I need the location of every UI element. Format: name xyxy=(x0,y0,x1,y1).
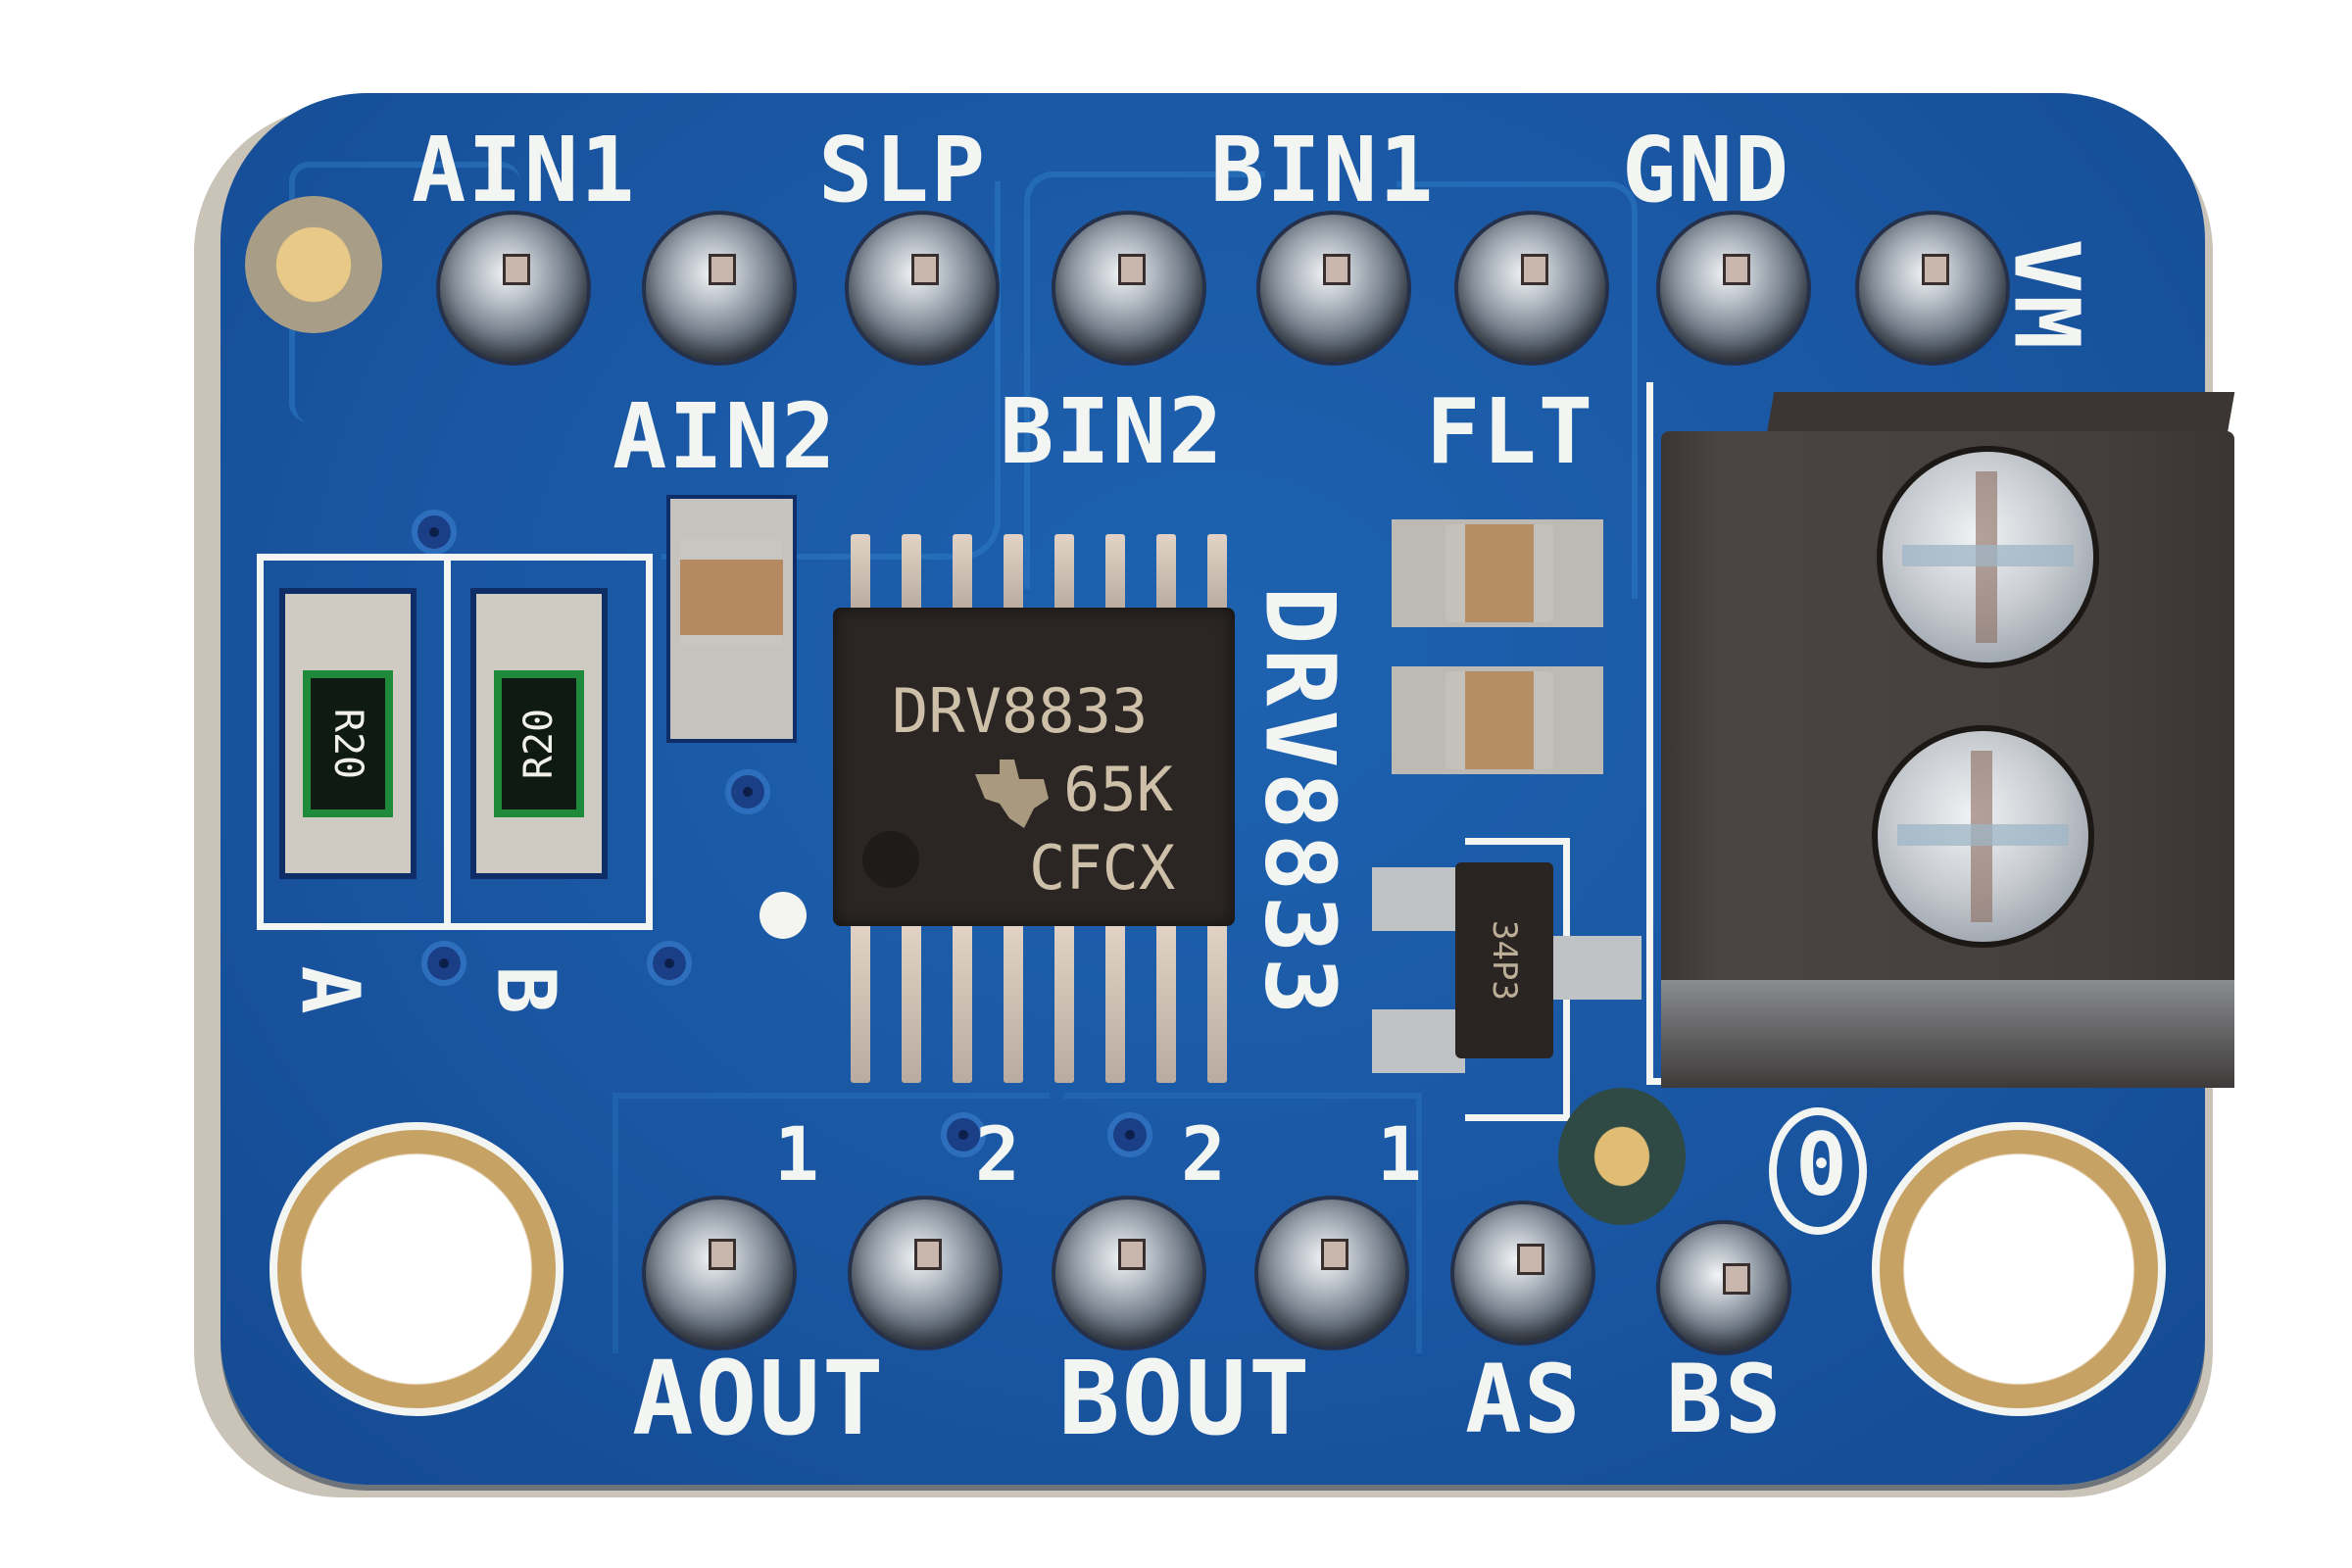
sot23-transistor: 34P3 xyxy=(1455,862,1553,1058)
ic-leg xyxy=(1054,921,1074,1083)
polarity-ring xyxy=(1769,1107,1867,1235)
label-resistor-b: B xyxy=(478,965,572,1016)
ic-leg xyxy=(953,921,972,1083)
label-aout: AOUT xyxy=(632,1339,886,1458)
screw-terminal-block xyxy=(1661,392,2235,1088)
label-ain2: AIN2 xyxy=(612,384,838,489)
trace xyxy=(662,181,1001,560)
ic-leg xyxy=(1156,534,1176,611)
resistor-marking: R20 xyxy=(325,708,370,780)
label-slp: SLP xyxy=(818,118,988,222)
ic-leg xyxy=(1004,921,1023,1083)
ic-leg xyxy=(1105,534,1125,611)
ic-leg xyxy=(851,921,870,1083)
header-pin-ain2[interactable] xyxy=(642,211,797,366)
capacitor-1 xyxy=(1392,519,1603,627)
ic-leg xyxy=(1105,921,1125,1083)
terminal-screw-2[interactable] xyxy=(1872,725,2094,948)
via xyxy=(421,941,466,986)
label-resistor-a: A xyxy=(282,965,376,1016)
sense-resistor-b: R20 xyxy=(470,588,608,879)
ic-leg xyxy=(902,534,921,611)
label-vm: VM xyxy=(1993,238,2099,352)
ti-logo-icon xyxy=(975,760,1049,828)
header-pin-ain1[interactable] xyxy=(436,211,591,366)
transistor-pad xyxy=(1372,867,1465,931)
silk-divider xyxy=(444,554,451,923)
label-bin2: BIN2 xyxy=(1000,379,1225,484)
header-pin-gnd[interactable] xyxy=(1656,211,1811,366)
chip-part-number: DRV8833 xyxy=(892,675,1149,747)
label-bout-2: 2 xyxy=(1181,1110,1228,1198)
trace xyxy=(612,1093,1050,1353)
ic-leg xyxy=(1004,534,1023,611)
label-bin1: BIN1 xyxy=(1210,118,1436,222)
header-pin-vm[interactable] xyxy=(1855,211,2010,366)
silkscreen-drv8833: DRV8833 xyxy=(1243,586,1355,1019)
sense-resistor-a: R20 xyxy=(279,588,416,879)
via xyxy=(1107,1112,1152,1157)
ic-leg xyxy=(1054,534,1074,611)
trace xyxy=(1024,172,1265,589)
header-pin-bs[interactable] xyxy=(1656,1220,1791,1355)
label-bout: BOUT xyxy=(1058,1339,1312,1458)
label-aout-1: 1 xyxy=(774,1110,821,1198)
label-bs: BS xyxy=(1666,1345,1784,1454)
label-flt: FLT xyxy=(1426,379,1595,484)
via xyxy=(647,941,692,986)
ic-leg xyxy=(1207,921,1227,1083)
trace xyxy=(1396,181,1638,599)
pin1-marker xyxy=(862,831,919,888)
header-pin-bin2[interactable] xyxy=(1052,211,1206,366)
ic-leg xyxy=(953,534,972,611)
capacitor-small xyxy=(666,495,797,743)
chip-date-code: 65K xyxy=(1063,754,1173,825)
header-pin-bout1[interactable] xyxy=(1254,1196,1409,1350)
ic-leg xyxy=(851,534,870,611)
ic-leg xyxy=(1207,534,1227,611)
polarity-mark: 0 xyxy=(1795,1114,1849,1215)
transistor-pad xyxy=(1372,1009,1465,1073)
silk-dot xyxy=(760,892,807,939)
drv8833-ic: DRV8833 65K CFCX xyxy=(833,608,1235,926)
header-pin-flt[interactable] xyxy=(1454,211,1609,366)
trace xyxy=(1063,1093,1422,1353)
terminal-screw-1[interactable] xyxy=(1877,446,2099,668)
gold-test-pad xyxy=(1558,1088,1686,1225)
via xyxy=(725,769,770,814)
header-pin-aout2[interactable] xyxy=(848,1196,1003,1350)
via xyxy=(412,510,457,555)
ic-leg xyxy=(1156,921,1176,1083)
label-bout-1: 1 xyxy=(1377,1110,1424,1198)
header-pin-aout1[interactable] xyxy=(642,1196,797,1350)
transistor-pad xyxy=(1548,936,1642,1000)
header-pin-bout2[interactable] xyxy=(1052,1196,1206,1350)
label-ain1: AIN1 xyxy=(412,118,637,222)
header-pin-bin1[interactable] xyxy=(1256,211,1411,366)
mounting-hole-right xyxy=(1872,1122,2166,1416)
transistor-marking: 34P3 xyxy=(1485,920,1524,1001)
via xyxy=(941,1112,986,1157)
resistor-marking: R20 xyxy=(516,708,562,780)
label-as: AS xyxy=(1465,1345,1583,1454)
ic-leg xyxy=(902,921,921,1083)
chip-lot-code: CFCX xyxy=(1029,832,1176,904)
mounting-hole-left xyxy=(270,1122,564,1416)
label-aout-2: 2 xyxy=(975,1110,1022,1198)
fiducial-pad xyxy=(245,196,382,333)
label-gnd: GND xyxy=(1622,118,1791,222)
header-pin-as[interactable] xyxy=(1450,1200,1595,1346)
resistor-silk-outline xyxy=(257,554,653,930)
capacitor-2 xyxy=(1392,666,1603,774)
header-pin-slp[interactable] xyxy=(845,211,1000,366)
